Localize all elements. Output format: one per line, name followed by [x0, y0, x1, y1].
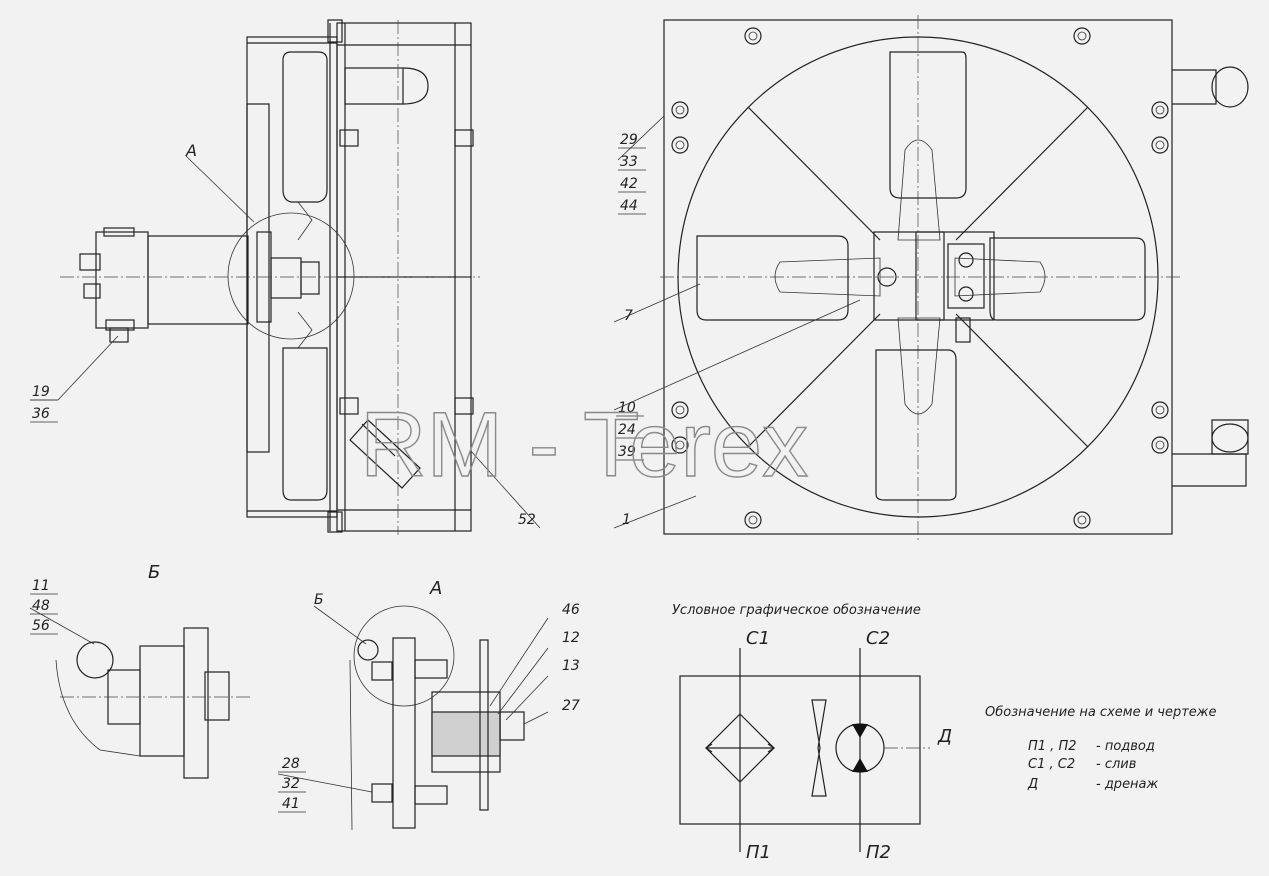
legend-row3-code: Д — [1027, 777, 1038, 792]
title-a: А — [429, 578, 442, 599]
label-36: 36 — [32, 406, 50, 422]
label-detail-b: Б — [314, 592, 324, 608]
label-underlines — [30, 147, 646, 813]
label-39: 39 — [618, 444, 636, 460]
symbol-title: Условное графическое обозначение — [672, 603, 921, 618]
symbol-d: Д — [937, 726, 952, 747]
label-46: 46 — [562, 602, 580, 618]
label-10: 10 — [618, 400, 636, 416]
label-42: 42 — [620, 176, 638, 192]
legend-row2-code: С1 , С2 — [1028, 757, 1075, 772]
watermark-text: RM - Terex — [360, 394, 808, 496]
symbol-c1: С1 — [746, 628, 770, 649]
title-b: Б — [148, 562, 160, 583]
label-19: 19 — [32, 384, 50, 400]
label-12: 12 — [562, 630, 580, 646]
legend-row1-code: П1 , П2 — [1028, 739, 1077, 754]
label-7: 7 — [624, 308, 633, 324]
side-view — [60, 19, 480, 535]
labels: А 19 36 29 33 42 44 7 10 24 39 1 52 Б 11… — [32, 132, 1217, 863]
label-side-a: А — [185, 141, 197, 160]
detail-a — [349, 605, 525, 831]
detail-b — [55, 627, 250, 779]
label-27: 27 — [562, 698, 580, 714]
label-29: 29 — [620, 132, 638, 148]
symbol-p2: П2 — [866, 842, 891, 863]
symbol-p1: П1 — [746, 842, 771, 863]
legend-row3-desc: - дренаж — [1096, 777, 1159, 792]
label-52: 52 — [518, 512, 536, 528]
label-1: 1 — [622, 512, 631, 528]
legend-row1-desc: - подвод — [1096, 739, 1155, 754]
label-56: 56 — [32, 618, 50, 634]
symbol-c2: С2 — [866, 628, 890, 649]
mount-holes — [671, 27, 1169, 529]
label-41: 41 — [282, 796, 300, 812]
label-33: 33 — [620, 154, 638, 170]
label-48: 48 — [32, 598, 50, 614]
leader-lines — [29, 115, 861, 793]
label-44: 44 — [620, 198, 638, 214]
label-28: 28 — [282, 756, 300, 772]
label-32: 32 — [282, 776, 300, 792]
label-13: 13 — [562, 658, 580, 674]
legend-title: Обозначение на схеме и чертеже — [985, 705, 1217, 720]
label-11: 11 — [32, 578, 50, 594]
front-view — [660, 15, 1249, 540]
label-24: 24 — [618, 422, 636, 438]
legend-row2-desc: - слив — [1096, 757, 1136, 772]
hydraulic-symbol — [679, 648, 930, 852]
